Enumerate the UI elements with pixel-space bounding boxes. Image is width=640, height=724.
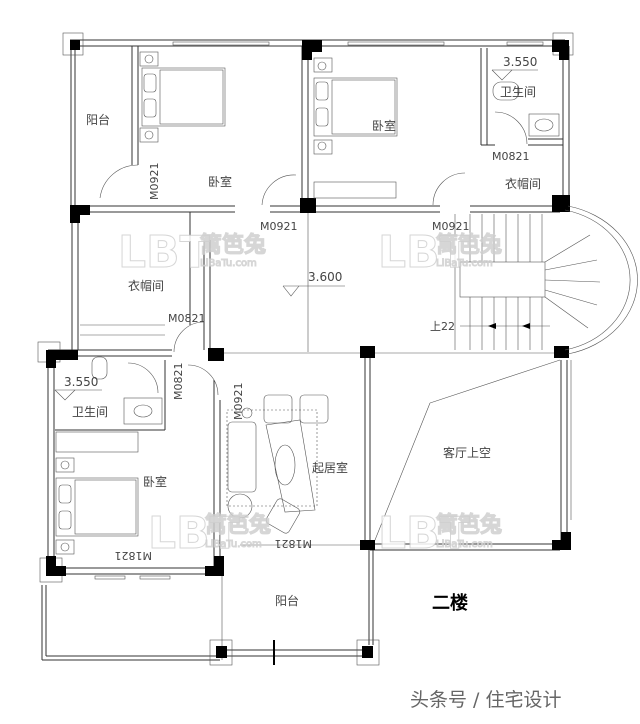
door-code: M0821	[172, 363, 185, 401]
watermark-url: LiBaTu.com	[205, 539, 262, 550]
source-credit: 头条号 / 住宅设计	[410, 689, 561, 711]
watermark-logo: LBT	[118, 227, 210, 278]
elevation-bath-left: 3.550	[64, 375, 98, 389]
watermark-url: LiBaTu.com	[436, 258, 493, 269]
room-label-living-room: 起居室	[312, 460, 348, 475]
watermark-url: LiBaTu.com	[436, 539, 493, 550]
room-label-bathroom-top: 卫生间	[500, 85, 536, 99]
watermark-logo: LBT	[378, 508, 470, 559]
elevation-marks	[54, 69, 538, 401]
furniture	[55, 51, 638, 555]
watermark-logo: LBT	[378, 227, 470, 278]
watermark: LBT 篱笆兔 LiBaTu.com LBT 篱笆兔 LiBaTu.com LB…	[118, 227, 503, 560]
room-label-bathroom-left: 卫生间	[72, 405, 108, 419]
room-label-closet-top: 衣帽间	[505, 176, 541, 191]
elevation-bath-top: 3.550	[503, 55, 537, 69]
elevation-hall: 3.600	[308, 270, 342, 284]
watermark-logo: LBT	[148, 508, 240, 559]
room-labels: 阳台 卧室 卧室 卫生间 衣帽间 衣帽间 卫生间 卧室 起居室 客厅上空 阳台	[72, 85, 541, 608]
door-code: M0921	[260, 220, 298, 233]
door-code: M1821	[115, 549, 153, 562]
door-code: M0921	[232, 383, 245, 421]
door-code: M0821	[168, 312, 206, 325]
room-label-bedroom-top-right: 卧室	[372, 118, 396, 133]
room-label-bedroom-left: 卧室	[143, 474, 167, 489]
room-label-balcony-bottom: 阳台	[275, 593, 299, 608]
room-label-void: 客厅上空	[443, 445, 491, 460]
watermark-url: LiBaTu.com	[200, 258, 257, 269]
elevation-values: 3.550 3.550 3.600 上22	[64, 55, 537, 389]
stair-label: 上22	[430, 320, 455, 333]
structural-columns	[37, 32, 574, 666]
watermark-name: 篱笆兔	[436, 512, 502, 538]
floor-title: 二楼	[432, 592, 468, 614]
room-label-balcony-top: 阳台	[86, 112, 110, 127]
door-codes: M0921 M0921 M0921 M0821 M0821 M0821 M092…	[115, 150, 530, 562]
door-code: M0921	[432, 220, 470, 233]
door-swings	[99, 111, 528, 396]
walls	[41, 39, 572, 665]
door-code: M0921	[148, 163, 161, 201]
door-code: M1821	[275, 537, 313, 550]
watermark-name: 篱笆兔	[200, 232, 266, 258]
room-label-bedroom-top-left: 卧室	[208, 174, 232, 189]
door-code: M0821	[492, 150, 530, 163]
room-label-closet-left: 衣帽间	[128, 278, 164, 293]
watermark-name: 篱笆兔	[205, 512, 271, 538]
watermark-name: 篱笆兔	[436, 232, 502, 258]
